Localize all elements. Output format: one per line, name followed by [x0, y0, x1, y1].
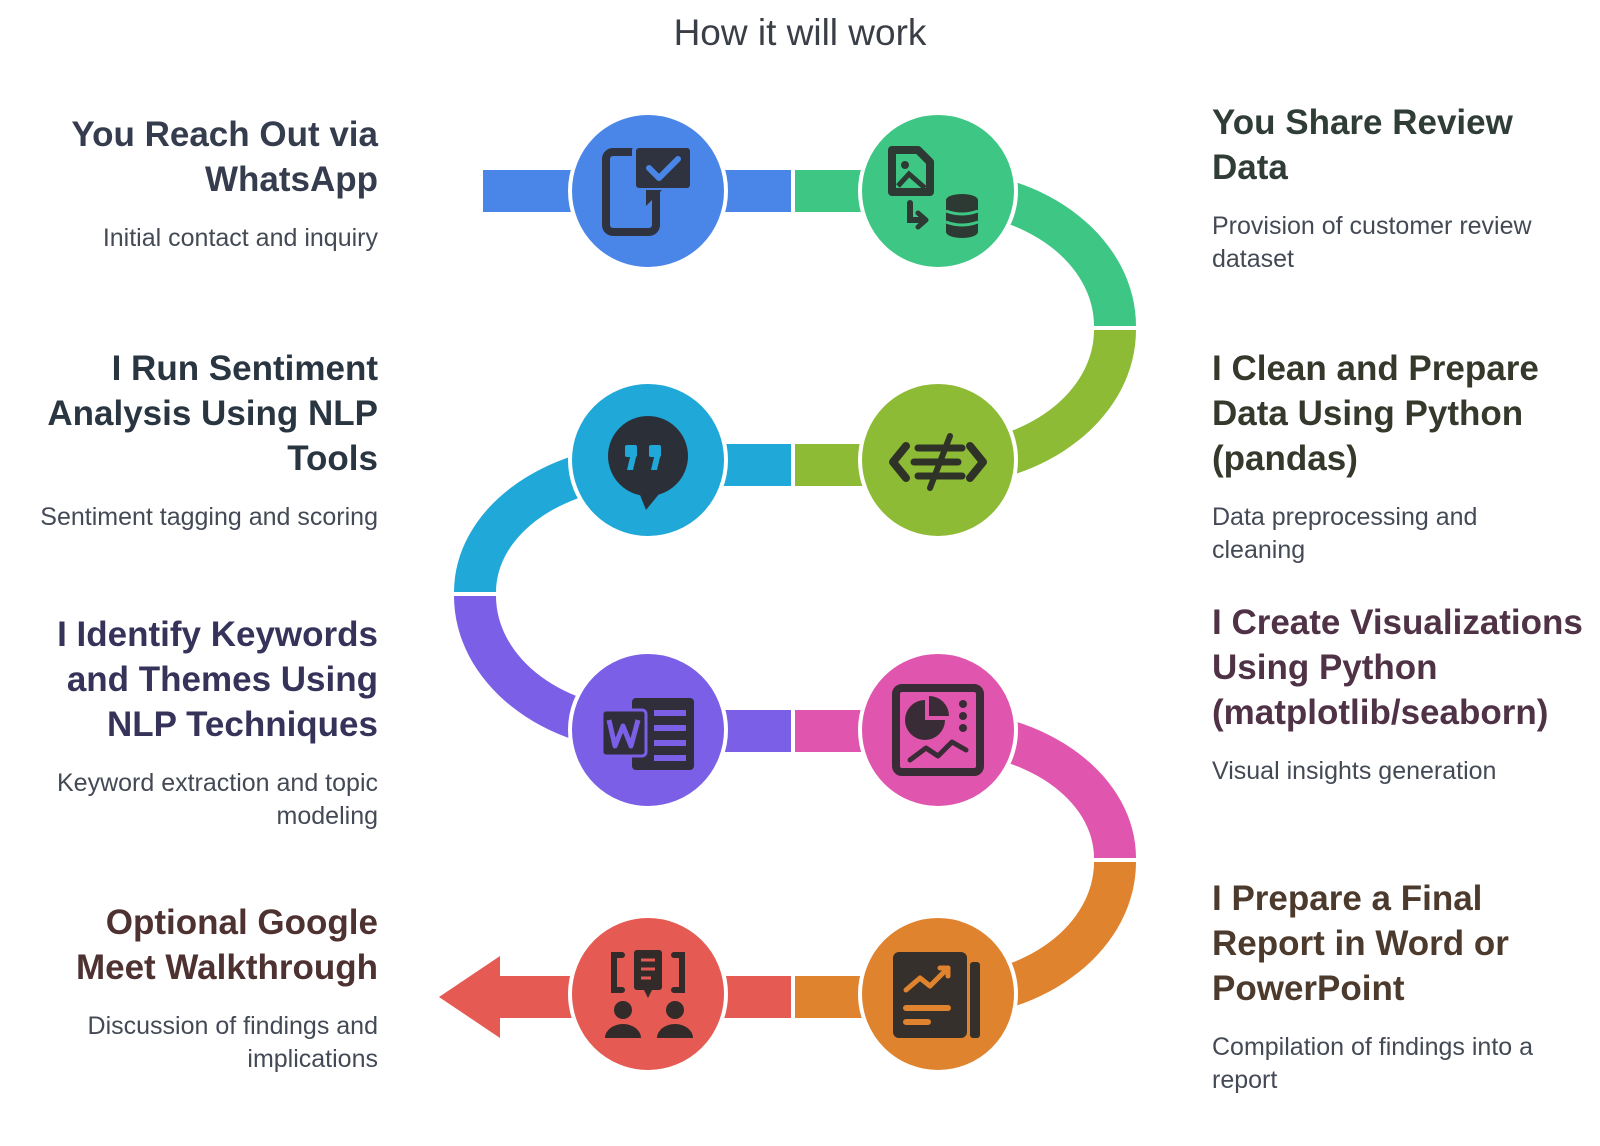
- step-title-clean-data: I Clean and Prepare Data Using Python (p…: [1212, 349, 1539, 478]
- step-title-share-data: You Share Review Data: [1212, 103, 1513, 187]
- step-desc-meet: Discussion of findings and implications: [87, 1012, 378, 1073]
- phone-chat-check-icon: [602, 144, 694, 236]
- step-node-keywords: [568, 650, 728, 810]
- quote-bubble-icon: [608, 416, 688, 510]
- step-node-whatsapp: [568, 111, 728, 271]
- step-title-sentiment: I Run Sentiment Analysis Using NLP Tools: [47, 349, 378, 478]
- step-node-clean-data: [858, 380, 1018, 540]
- step-node-visualize: [858, 650, 1018, 810]
- step-text-visualize: I Create Visualizations Using Python (ma…: [1212, 600, 1588, 788]
- step-desc-visualize: Visual insights generation: [1212, 757, 1497, 785]
- word-document-icon: [600, 698, 694, 770]
- step-node-report: [858, 914, 1018, 1074]
- step-text-clean-data: I Clean and Prepare Data Using Python (p…: [1212, 346, 1572, 567]
- page-title: How it will work: [673, 12, 927, 53]
- step-desc-clean-data: Data preprocessing and cleaning: [1212, 503, 1478, 564]
- step-node-meet: [568, 914, 728, 1074]
- step-text-share-data: You Share Review Data Provision of custo…: [1212, 100, 1532, 276]
- step-desc-share-data: Provision of customer review dataset: [1212, 212, 1532, 273]
- step-text-whatsapp: You Reach Out via WhatsApp Initial conta…: [40, 112, 378, 255]
- chart-dashboard-icon: [892, 684, 984, 776]
- step-desc-report: Compilation of findings into a report: [1212, 1033, 1534, 1094]
- step-node-share-data: [858, 111, 1018, 271]
- step-text-meet: Optional Google Meet Walkthrough Discuss…: [40, 900, 378, 1076]
- file-to-database-icon: [888, 146, 979, 238]
- step-text-keywords: I Identify Keywords and Themes Using NLP…: [40, 612, 378, 833]
- step-desc-sentiment: Sentiment tagging and scoring: [40, 503, 378, 531]
- step-text-sentiment: I Run Sentiment Analysis Using NLP Tools…: [40, 346, 378, 534]
- presentation-people-icon: [605, 950, 693, 1038]
- step-title-whatsapp: You Reach Out via WhatsApp: [71, 115, 378, 199]
- step-title-report: I Prepare a Final Report in Word or Powe…: [1212, 879, 1509, 1008]
- step-node-sentiment: [568, 380, 728, 540]
- report-trend-icon: [893, 952, 980, 1038]
- step-title-visualize: I Create Visualizations Using Python (ma…: [1212, 603, 1583, 732]
- step-title-keywords: I Identify Keywords and Themes Using NLP…: [57, 615, 378, 744]
- step-desc-keywords: Keyword extraction and topic modeling: [56, 769, 378, 830]
- step-desc-whatsapp: Initial contact and inquiry: [102, 224, 378, 252]
- code-transform-icon: [889, 433, 987, 491]
- step-text-report: I Prepare a Final Report in Word or Powe…: [1212, 876, 1542, 1097]
- step-title-meet: Optional Google Meet Walkthrough: [75, 903, 378, 987]
